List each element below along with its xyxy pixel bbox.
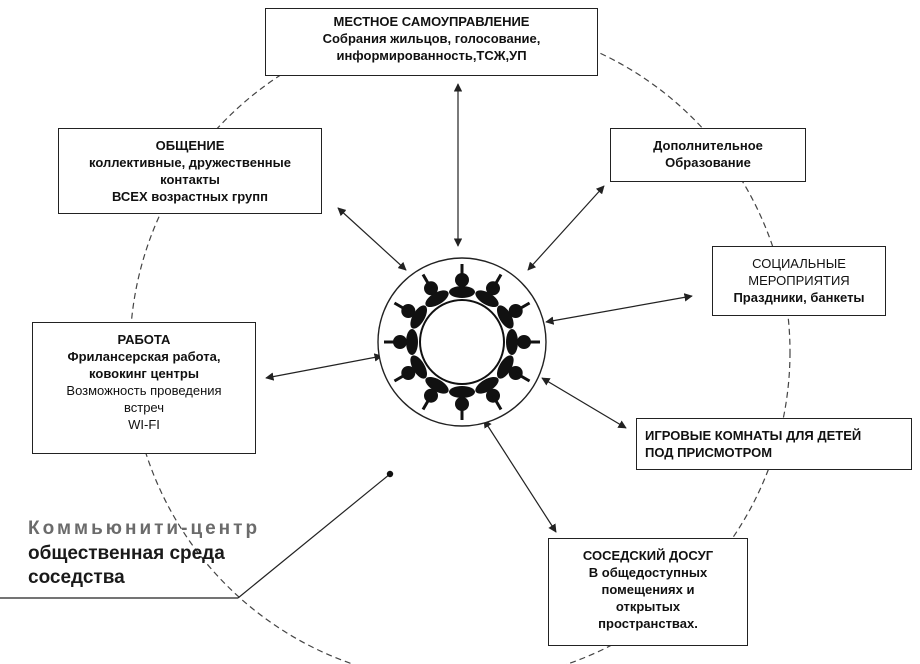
arrow-leisure: [483, 419, 557, 533]
community-center-title: Коммьюнити-центр: [28, 518, 261, 539]
person-leg: [491, 273, 503, 290]
work-line: Фрилансерская работа,: [67, 349, 221, 364]
education-line: Образование: [665, 155, 751, 170]
community-center-label: Коммьюнити-центр общественная среда сосе…: [28, 518, 260, 589]
person-body: [425, 376, 449, 394]
person-body: [425, 290, 449, 308]
arrow-work: [265, 353, 383, 381]
person-body: [410, 305, 428, 329]
self-government-title: МЕСТНОЕ САМОУПРАВЛЕНИЕ: [333, 14, 530, 29]
social-events-box: СОЦИАЛЬНЫЕ МЕРОПРИЯТИЯ Праздники, банкет…: [712, 246, 886, 316]
work-line: ковокинг центры: [89, 366, 199, 381]
social-events-line: СОЦИАЛЬНЫЕ: [752, 256, 846, 271]
self-government-line: информированность,ТСЖ,УП: [336, 48, 527, 63]
arrow-social-events: [545, 293, 693, 325]
person-body: [410, 355, 428, 379]
work-title: РАБОТА: [117, 332, 171, 347]
kids-rooms-line: ПОД ПРИСМОТРОМ: [645, 445, 773, 460]
communication-box: ОБЩЕНИЕ коллективные, дружественные конт…: [58, 128, 322, 214]
person-leg: [421, 273, 433, 290]
kids-rooms-box: ИГРОВЫЕ КОМНАТЫ ДЛЯ ДЕТЕЙ ПОД ПРИСМОТРОМ: [636, 418, 912, 470]
person-leg: [393, 301, 410, 313]
education-box: Дополнительное Образование: [610, 128, 806, 182]
person-leg: [514, 301, 531, 313]
community-center-subtitle: общественная среда: [28, 543, 225, 564]
leisure-line: помещениях и: [601, 582, 695, 597]
work-line: встреч: [123, 400, 164, 415]
person-body: [475, 290, 499, 308]
work-line: WI-FI: [128, 417, 160, 432]
self-government-line: Собрания жильцов, голосование,: [322, 31, 541, 46]
person-body: [506, 329, 518, 355]
person-body: [406, 329, 418, 355]
work-line: Возможность проведения: [66, 383, 222, 398]
leisure-line: открытых: [615, 599, 681, 614]
person-body: [496, 305, 514, 329]
kids-rooms-line: ИГРОВЫЕ КОМНАТЫ ДЛЯ ДЕТЕЙ: [645, 428, 862, 443]
communication-line: ВСЕХ возрастных групп: [112, 189, 268, 204]
people-around-table-icon: [377, 257, 547, 427]
arrow-kids-rooms: [541, 377, 627, 429]
communication-line: контакты: [160, 172, 220, 187]
person-leg: [421, 394, 433, 411]
person-leg: [514, 371, 531, 383]
person-leg: [393, 371, 410, 383]
person-leg: [491, 394, 503, 411]
work-box: РАБОТА Фрилансерская работа, ковокинг це…: [32, 322, 256, 454]
social-events-line: Праздники, банкеты: [733, 290, 865, 305]
leisure-title: СОСЕДСКИЙ ДОСУГ: [582, 548, 714, 563]
community-center-subtitle: соседства: [28, 567, 125, 588]
leisure-line: пространствах.: [598, 616, 698, 631]
person-body: [449, 286, 475, 298]
arrow-communication: [337, 207, 407, 271]
education-line: Дополнительное: [653, 138, 763, 153]
self-government-box: МЕСТНОЕ САМОУПРАВЛЕНИЕ Собрания жильцов,…: [265, 8, 598, 76]
communication-line: коллективные, дружественные: [89, 155, 291, 170]
leisure-box: СОСЕДСКИЙ ДОСУГ В общедоступных помещени…: [548, 538, 748, 646]
person-body: [475, 376, 499, 394]
person-body: [496, 355, 514, 379]
leader-dot: [386, 470, 394, 478]
social-events-line: МЕРОПРИЯТИЯ: [748, 273, 850, 288]
leisure-line: В общедоступных: [588, 565, 708, 580]
arrow-education: [527, 185, 605, 271]
center-label-leader-line: [237, 473, 391, 599]
communication-title: ОБЩЕНИЕ: [155, 138, 225, 153]
person-body: [449, 386, 475, 398]
